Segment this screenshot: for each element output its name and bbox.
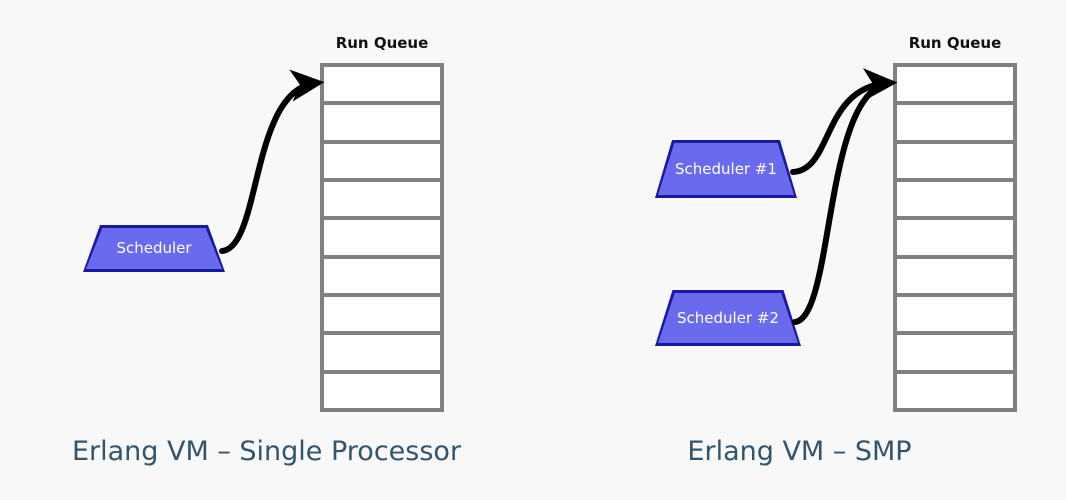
run-queue-cell	[897, 105, 1013, 144]
run-queue-cell	[324, 181, 440, 221]
run-queue-cell	[897, 335, 1013, 374]
run-queue-cell	[897, 373, 1013, 408]
scheduler-shape-1[interactable]: Scheduler #1	[655, 140, 797, 198]
scheduler-2-label: Scheduler #2	[677, 308, 779, 327]
run-queue-cell	[897, 296, 1013, 336]
trapezoid-fill-icon	[658, 293, 798, 343]
scheduler-shape-single[interactable]: Scheduler	[83, 225, 225, 272]
trapezoid-fill-icon	[658, 143, 794, 195]
panel-single-processor: Run Queue Scheduler Erlang VM – Single P…	[71, 34, 462, 467]
run-queue-cell	[324, 296, 440, 336]
trapezoid-fill-icon	[86, 228, 222, 269]
scheduler-1-label: Scheduler #1	[675, 159, 777, 178]
run-queue-cell	[897, 258, 1013, 297]
run-queue-cell	[324, 143, 440, 182]
caption-single-processor: Erlang VM – Single Processor	[71, 436, 462, 467]
run-queue-cell	[324, 67, 440, 106]
arrow-scheduler-1-to-run-queue	[790, 68, 898, 175]
arrow-scheduler-to-run-queue	[219, 69, 325, 254]
panel-smp: Run Queue Scheduler #1 Scheduler #2 Erla…	[533, 0, 1066, 500]
run-queue-label-left: Run Queue	[335, 34, 429, 52]
scheduler-label: Scheduler	[116, 239, 192, 257]
run-queue-cell	[897, 181, 1013, 221]
arrow-scheduler-2-to-run-queue	[792, 80, 892, 325]
run-queue-cell	[897, 67, 1013, 106]
run-queue-cell	[324, 258, 440, 297]
run-queue-left	[320, 63, 444, 412]
run-queue-cell	[324, 373, 440, 408]
run-queue-cell	[897, 220, 1013, 259]
scheduler-shape-2[interactable]: Scheduler #2	[655, 290, 801, 346]
run-queue-right	[893, 63, 1017, 412]
run-queue-cell	[897, 143, 1013, 182]
run-queue-cell	[324, 105, 440, 144]
run-queue-label-right: Run Queue	[908, 34, 1002, 52]
caption-smp: Erlang VM – SMP	[687, 436, 912, 467]
run-queue-cell	[324, 335, 440, 374]
run-queue-cell	[324, 220, 440, 259]
arrow-layer-single	[219, 69, 325, 254]
